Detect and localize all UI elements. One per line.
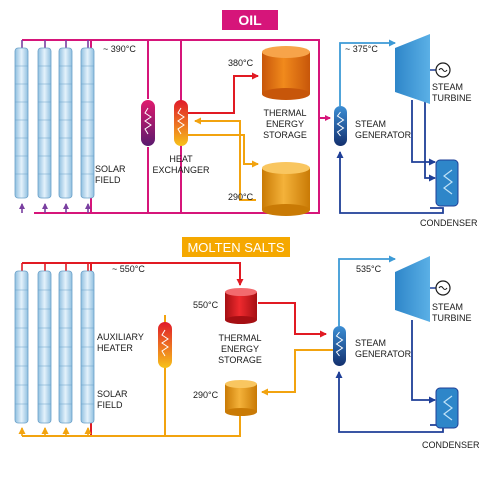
oil-storage-label-1: THERMAL [263, 108, 306, 118]
tilde-icon [438, 67, 448, 73]
salts-solar-field-label-2: FIELD [97, 400, 123, 410]
zigzag-coil-icon [443, 169, 453, 195]
oil-steam-generator-label-1: STEAM [355, 119, 386, 129]
salts-solar-field-label-1: SOLAR [97, 389, 128, 399]
oil-storage-label-2: ENERGY [266, 119, 304, 129]
oil-condenser [435, 159, 459, 207]
salts-storage-label-1: THERMAL [218, 333, 261, 343]
salts-auxiliary-heater [158, 322, 172, 368]
salts-turbine-label-1: STEAM [432, 302, 463, 312]
salts-hot-tank [225, 288, 257, 324]
oil-cold-tank-temp: 290°C [228, 192, 254, 202]
salts-aux-heater-label-1: AUXILIARY [97, 332, 144, 342]
zigzag-coil-icon [443, 395, 453, 421]
oil-hot-tank [262, 46, 310, 100]
salts-condenser [435, 387, 459, 429]
salts-hot-tank-temp: 550°C [193, 300, 219, 310]
salts-storage-label-3: STORAGE [218, 355, 262, 365]
salts-cold-tank-temp: 290°C [193, 390, 219, 400]
salts-steam-generator-label-2: GENERATOR [355, 349, 412, 359]
salts-condenser-label: CONDENSER [422, 440, 480, 450]
salts-collector-outlet-lines [21, 263, 89, 271]
salts-storage-label-2: ENERGY [221, 344, 259, 354]
salts-steam-turbine [395, 256, 430, 322]
zigzag-coil-icon [336, 111, 345, 137]
oil-turbine-label-1: STEAM [432, 82, 463, 92]
oil-steam-turbine [395, 34, 430, 104]
salts-collector-segments [15, 289, 94, 405]
oil-collector-row-2 [37, 47, 52, 199]
oil-hot-tank-temp: 380°C [228, 58, 254, 68]
salts-aux-heater-label-2: HEATER [97, 343, 133, 353]
salts-section: MOLTEN SALTS [14, 237, 480, 450]
salts-title: MOLTEN SALTS [187, 240, 284, 255]
salts-generator [435, 280, 451, 296]
oil-collector-feed-arrows [19, 40, 91, 213]
oil-storage-lines [188, 72, 259, 201]
tilde-icon [438, 285, 448, 291]
oil-collector-row-4 [80, 47, 95, 199]
oil-heat-exchanger-a [141, 100, 155, 146]
salts-steam-temp: 535°C [356, 264, 382, 274]
oil-steam-loop [336, 39, 444, 214]
oil-steam-temp: ~ 375°C [345, 44, 378, 54]
oil-heat-exchanger-label-1: HEAT [169, 154, 193, 164]
salts-cold-tank [225, 380, 257, 416]
oil-heat-exchanger-b [174, 100, 188, 146]
oil-storage-label-3: STORAGE [263, 130, 307, 140]
oil-generator [435, 62, 451, 78]
zigzag-coil-icon [335, 331, 344, 357]
oil-hot-temp: ~ 390°C [103, 44, 136, 54]
salts-hot-temp: ~ 550°C [112, 264, 145, 274]
salts-collector-feed-arrows [18, 427, 92, 436]
salts-turbine-label-2: TURBINE [432, 313, 472, 323]
oil-solar-field [14, 47, 95, 199]
salts-steam-generator [333, 326, 346, 366]
oil-collector-row-3 [58, 47, 73, 199]
oil-title: OIL [238, 12, 262, 28]
oil-cold-tank [262, 162, 310, 216]
oil-solar-field-label-1: SOLAR [95, 164, 126, 174]
oil-solar-field-label-2: FIELD [95, 175, 121, 185]
oil-turbine-label-2: TURBINE [432, 93, 472, 103]
zigzag-coil-icon [161, 329, 169, 357]
salts-title-badge [182, 237, 290, 257]
oil-collector-row-1 [14, 47, 29, 199]
salts-steam-generator-label-1: STEAM [355, 338, 386, 348]
oil-steam-generator-label-2: GENERATOR [355, 130, 412, 140]
oil-title-badge [222, 10, 278, 30]
zigzag-coil-icon [177, 107, 185, 135]
oil-section: OIL [14, 10, 478, 228]
oil-condenser-label: CONDENSER [420, 218, 478, 228]
zigzag-coil-icon [144, 107, 152, 135]
oil-heat-exchanger-label-2: EXCHANGER [152, 165, 210, 175]
oil-collector-segments [15, 65, 94, 175]
oil-steam-generator [334, 106, 347, 146]
